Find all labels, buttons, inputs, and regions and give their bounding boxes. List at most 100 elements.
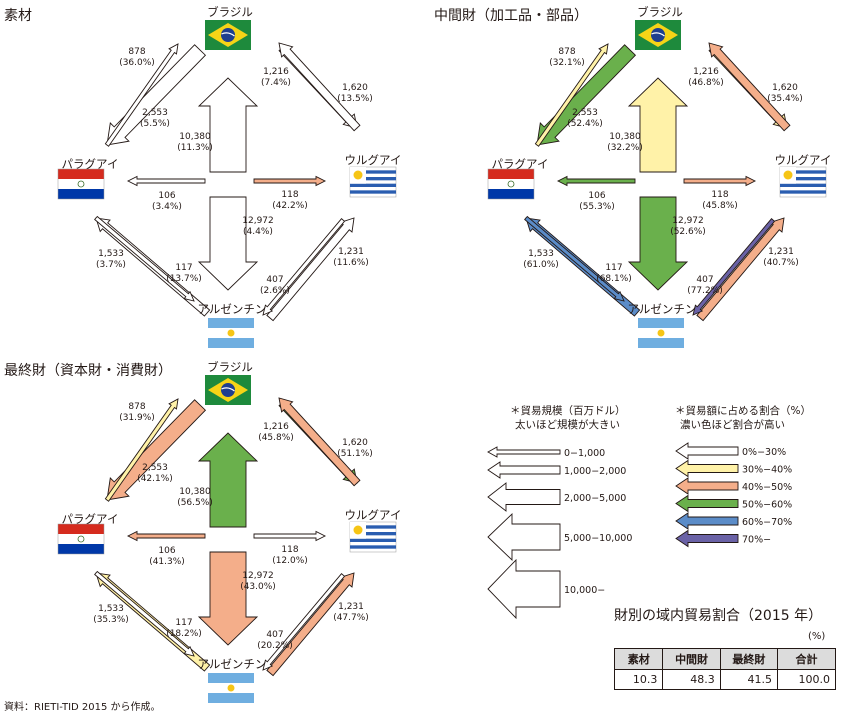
color-legend-note: 濃い色ほど割合が高い	[680, 418, 785, 431]
country-paraguay: パラグアイ	[62, 512, 119, 526]
flow-arrow-py-ar	[94, 570, 195, 657]
flow-share-br-ar: (52.6%)	[670, 227, 706, 237]
flow-value-mid-py: 106	[158, 546, 175, 556]
flow-arrow-py-ar	[524, 215, 625, 302]
flow-share-ar-br: (56.5%)	[177, 498, 213, 508]
size-legend-label-4: 5,000−10,000	[564, 533, 632, 544]
flow-arrow-ar-uy	[696, 217, 785, 322]
flow-value-mid-uy: 118	[281, 190, 298, 200]
flow-share-mid-uy: (12.0%)	[272, 556, 308, 566]
flow-share-uy-br: (45.8%)	[258, 433, 294, 443]
flow-value-mid-uy: 118	[281, 545, 298, 555]
flow-share-ar-py: (61.0%)	[523, 260, 559, 270]
flow-share-uy-ar: (20.2%)	[257, 641, 293, 651]
flow-arrow-uy-ar	[692, 218, 776, 316]
header-gokei: 合計	[776, 648, 837, 670]
flow-arrow-py-br	[104, 43, 179, 147]
color-legend-arrow-3	[675, 477, 739, 495]
flow-arrow-br-ar	[197, 196, 259, 291]
flow-share-br-uy: (35.4%)	[767, 94, 803, 104]
panel-title: 素材	[4, 8, 32, 24]
color-legend-arrow-4	[675, 494, 739, 513]
uruguay-flag-icon	[349, 166, 397, 198]
legend: ＊貿易規模（百万ドル）太いほど規模が大きい＊貿易額に占める割合（%）濃い色ほど割…	[487, 404, 811, 620]
size-legend-label-1: 0−1,000	[564, 448, 605, 459]
flow-value-mid-py: 106	[158, 191, 175, 201]
flow-share-br-uy: (13.5%)	[337, 94, 373, 104]
flow-value-uy-ar: 407	[266, 630, 283, 640]
panel-1: 素材12,972(4.4%)10,380(11.3%)2,553(5.5%)87…	[4, 5, 401, 348]
brazil-flag-icon	[205, 375, 251, 405]
flow-arrow-uy-ar	[262, 573, 346, 671]
size-legend-arrow-1	[487, 446, 561, 458]
header-saishuzai: 最終財	[719, 648, 778, 670]
header-chukanzai: 中間財	[662, 648, 721, 670]
flow-arrow-uy-br	[708, 42, 791, 132]
flow-share-ar-uy: (40.7%)	[763, 258, 799, 268]
country-brazil: ブラジル	[637, 5, 683, 19]
argentina-flag-icon	[208, 318, 254, 348]
size-legend-title: ＊貿易規模（百万ドル）	[510, 405, 626, 417]
share-table: 素材 中間財 最終財 合計 10.3 48.3 41.5 100.0	[613, 648, 837, 690]
flow-share-uy-ar: (2.6%)	[260, 286, 290, 296]
flow-share-uy-br: (7.4%)	[261, 78, 291, 88]
country-uruguay: ウルグアイ	[345, 508, 402, 522]
flow-arrow-ar-br	[627, 77, 689, 173]
color-legend-label-6: 70%−	[742, 535, 771, 546]
flow-share-uy-br: (46.8%)	[688, 78, 724, 88]
flow-arrow-br-py	[106, 44, 207, 146]
country-argentina: アルゼンチン	[198, 657, 267, 671]
flow-value-uy-br: 1,216	[263, 67, 289, 77]
flow-value-br-uy: 1,620	[342, 83, 368, 93]
flow-arrow-ar-uy	[266, 217, 355, 322]
color-legend-arrow-5	[675, 512, 739, 530]
flow-share-mid-py: (55.3%)	[579, 202, 615, 212]
flow-value-br-ar: 12,972	[242, 571, 274, 581]
flow-arrow-uy-br	[278, 42, 361, 132]
country-argentina: アルゼンチン	[628, 302, 697, 316]
color-legend-arrow-1	[675, 442, 739, 460]
flow-arrow-mid-py	[126, 175, 206, 187]
share-table-title: 財別の域内貿易割合（2015 年）	[614, 608, 823, 624]
flow-arrow-br-ar	[197, 551, 259, 646]
flow-share-br-py: (52.4%)	[567, 119, 603, 129]
flow-value-br-py: 2,553	[142, 463, 168, 473]
size-legend-arrow-5	[487, 558, 561, 620]
header-sozai: 素材	[613, 648, 664, 670]
color-legend-arrow-6	[675, 529, 739, 548]
value-sozai: 10.3	[613, 669, 664, 690]
flow-share-py-br: (36.0%)	[119, 58, 155, 68]
flow-arrow-mid-py	[126, 530, 206, 542]
flow-value-uy-ar: 407	[266, 275, 283, 285]
flow-share-py-ar: (13.7%)	[166, 274, 202, 284]
flow-value-ar-uy: 1,231	[338, 247, 364, 257]
uruguay-flag-icon	[779, 166, 827, 198]
flow-arrow-mid-uy	[253, 175, 327, 187]
panels: 素材12,972(4.4%)10,380(11.3%)2,553(5.5%)87…	[4, 5, 831, 703]
flow-share-ar-py: (3.7%)	[96, 260, 126, 270]
flow-arrow-py-br	[104, 398, 179, 502]
argentina-flag-icon	[638, 318, 684, 348]
panel-title: 中間財（加工品・部品）	[434, 8, 588, 24]
brazil-flag-icon	[635, 20, 681, 50]
flow-share-mid-py: (3.4%)	[152, 202, 182, 212]
flow-value-br-ar: 12,972	[672, 216, 704, 226]
flow-arrow-br-py	[536, 44, 637, 146]
flow-value-ar-py: 1,533	[98, 249, 124, 259]
flow-share-br-py: (5.5%)	[140, 119, 170, 129]
flow-value-py-ar: 117	[175, 263, 192, 273]
flow-value-py-br: 878	[128, 402, 145, 412]
flow-share-uy-ar: (77.2%)	[687, 286, 723, 296]
share-table-unit: (%)	[808, 631, 826, 642]
country-argentina: アルゼンチン	[198, 302, 267, 316]
flow-share-py-br: (31.9%)	[119, 413, 155, 423]
flow-value-ar-br: 10,380	[179, 132, 211, 142]
flow-value-ar-py: 1,533	[98, 604, 124, 614]
flow-share-br-uy: (51.1%)	[337, 449, 373, 459]
flow-value-py-br: 878	[128, 47, 145, 57]
flow-arrow-ar-br	[197, 77, 259, 173]
value-saishuzai: 41.5	[719, 669, 778, 690]
flow-value-br-uy: 1,620	[342, 438, 368, 448]
color-legend-title: ＊貿易額に占める割合（%）	[675, 404, 811, 417]
flow-share-py-br: (32.1%)	[549, 58, 585, 68]
